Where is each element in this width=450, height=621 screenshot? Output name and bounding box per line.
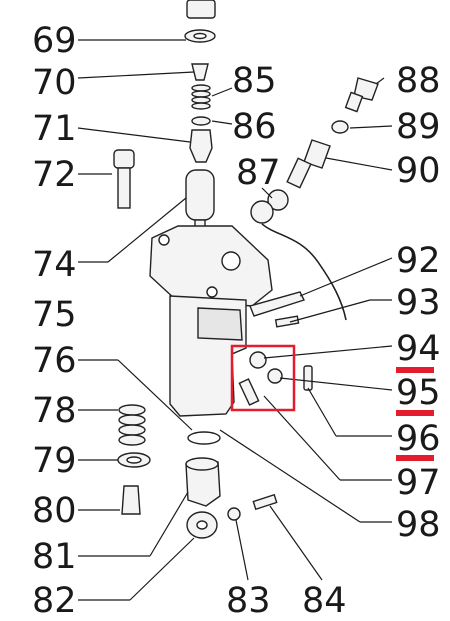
label-98: 98 <box>396 505 441 545</box>
label-96: 96 <box>396 419 441 459</box>
spring-side-part <box>303 365 313 391</box>
label-70: 70 <box>32 63 77 103</box>
pin-92-part <box>249 291 305 317</box>
label-81: 81 <box>32 537 77 577</box>
label-92: 92 <box>396 241 441 281</box>
highlight-underline-94 <box>396 367 434 373</box>
label-78: 78 <box>32 391 77 431</box>
label-94: 94 <box>396 329 441 369</box>
label-75: 75 <box>32 295 77 335</box>
label-71: 71 <box>32 109 77 149</box>
label-95: 95 <box>396 373 441 413</box>
cone-70-part <box>191 63 209 81</box>
label-69: 69 <box>32 21 77 61</box>
ring-95-part <box>267 368 283 384</box>
spring-85-part <box>191 84 211 110</box>
fitting-87-part <box>267 189 289 211</box>
lever-93-part <box>274 315 300 328</box>
label-82: 82 <box>32 581 77 621</box>
label-86: 86 <box>232 107 277 147</box>
label-90: 90 <box>396 151 441 191</box>
label-88: 88 <box>396 61 441 101</box>
part-drawings <box>113 0 379 539</box>
screw-88-part <box>353 77 379 101</box>
label-93: 93 <box>396 283 441 323</box>
leader-lines <box>77 39 393 601</box>
top-stem-part <box>186 0 216 19</box>
label-79: 79 <box>32 441 77 481</box>
pin-84-part <box>252 493 278 511</box>
valve-71-part <box>189 129 213 163</box>
spring-78-part <box>118 404 146 446</box>
label-85: 85 <box>232 61 277 101</box>
ring-under-pump-part <box>187 431 221 445</box>
bolt-90-part <box>303 139 331 169</box>
label-74: 74 <box>32 245 77 285</box>
washer-83-part <box>227 507 241 521</box>
washer-89-part <box>331 120 349 134</box>
pin-96-part <box>238 378 260 406</box>
tappet-80-part <box>121 485 141 515</box>
label-87: 87 <box>236 153 281 193</box>
highlight-underline-95 <box>396 410 434 416</box>
pump-flange-part <box>149 225 273 307</box>
label-84: 84 <box>302 581 347 621</box>
label-83: 83 <box>226 581 271 621</box>
part-labels: 69 70 71 72 74 75 76 78 79 80 81 82 83 8… <box>32 21 441 621</box>
screw-72-part <box>113 149 135 169</box>
ring-86-part <box>191 116 211 126</box>
label-97: 97 <box>396 463 441 503</box>
label-72: 72 <box>32 155 77 195</box>
label-76: 76 <box>32 341 77 381</box>
plunger-74-part <box>185 169 215 221</box>
ring-94-part <box>249 351 267 369</box>
highlight-underline-96 <box>396 455 434 461</box>
label-80: 80 <box>32 491 77 531</box>
label-89: 89 <box>396 107 441 147</box>
highlight-box <box>230 344 296 412</box>
